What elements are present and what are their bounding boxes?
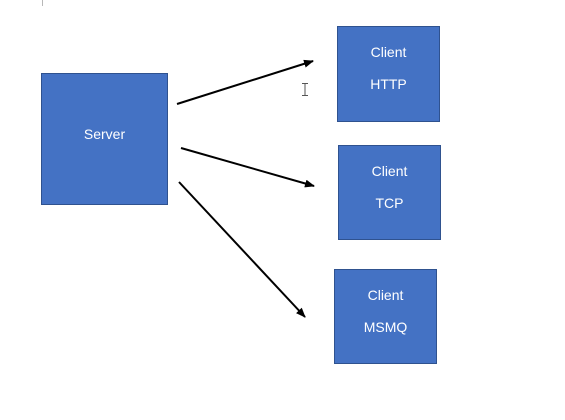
client-title: Client	[371, 163, 408, 179]
text-cursor-icon	[302, 83, 308, 96]
caret-mark	[42, 0, 43, 6]
client-box-msmq[interactable]: Client MSMQ	[334, 269, 437, 364]
arrow-server-to-http[interactable]	[176, 59, 314, 105]
client-protocol: MSMQ	[363, 319, 408, 335]
server-box[interactable]: Server	[41, 73, 168, 205]
client-protocol: TCP	[375, 195, 404, 211]
client-title: Client	[367, 287, 404, 303]
server-label: Server	[83, 126, 126, 142]
client-title: Client	[370, 44, 407, 60]
arrow-server-to-msmq[interactable]	[178, 181, 306, 318]
client-box-http[interactable]: Client HTTP	[337, 26, 440, 122]
arrow-server-to-tcp[interactable]	[180, 147, 315, 188]
client-protocol: HTTP	[370, 76, 407, 92]
client-box-tcp[interactable]: Client TCP	[338, 145, 441, 240]
